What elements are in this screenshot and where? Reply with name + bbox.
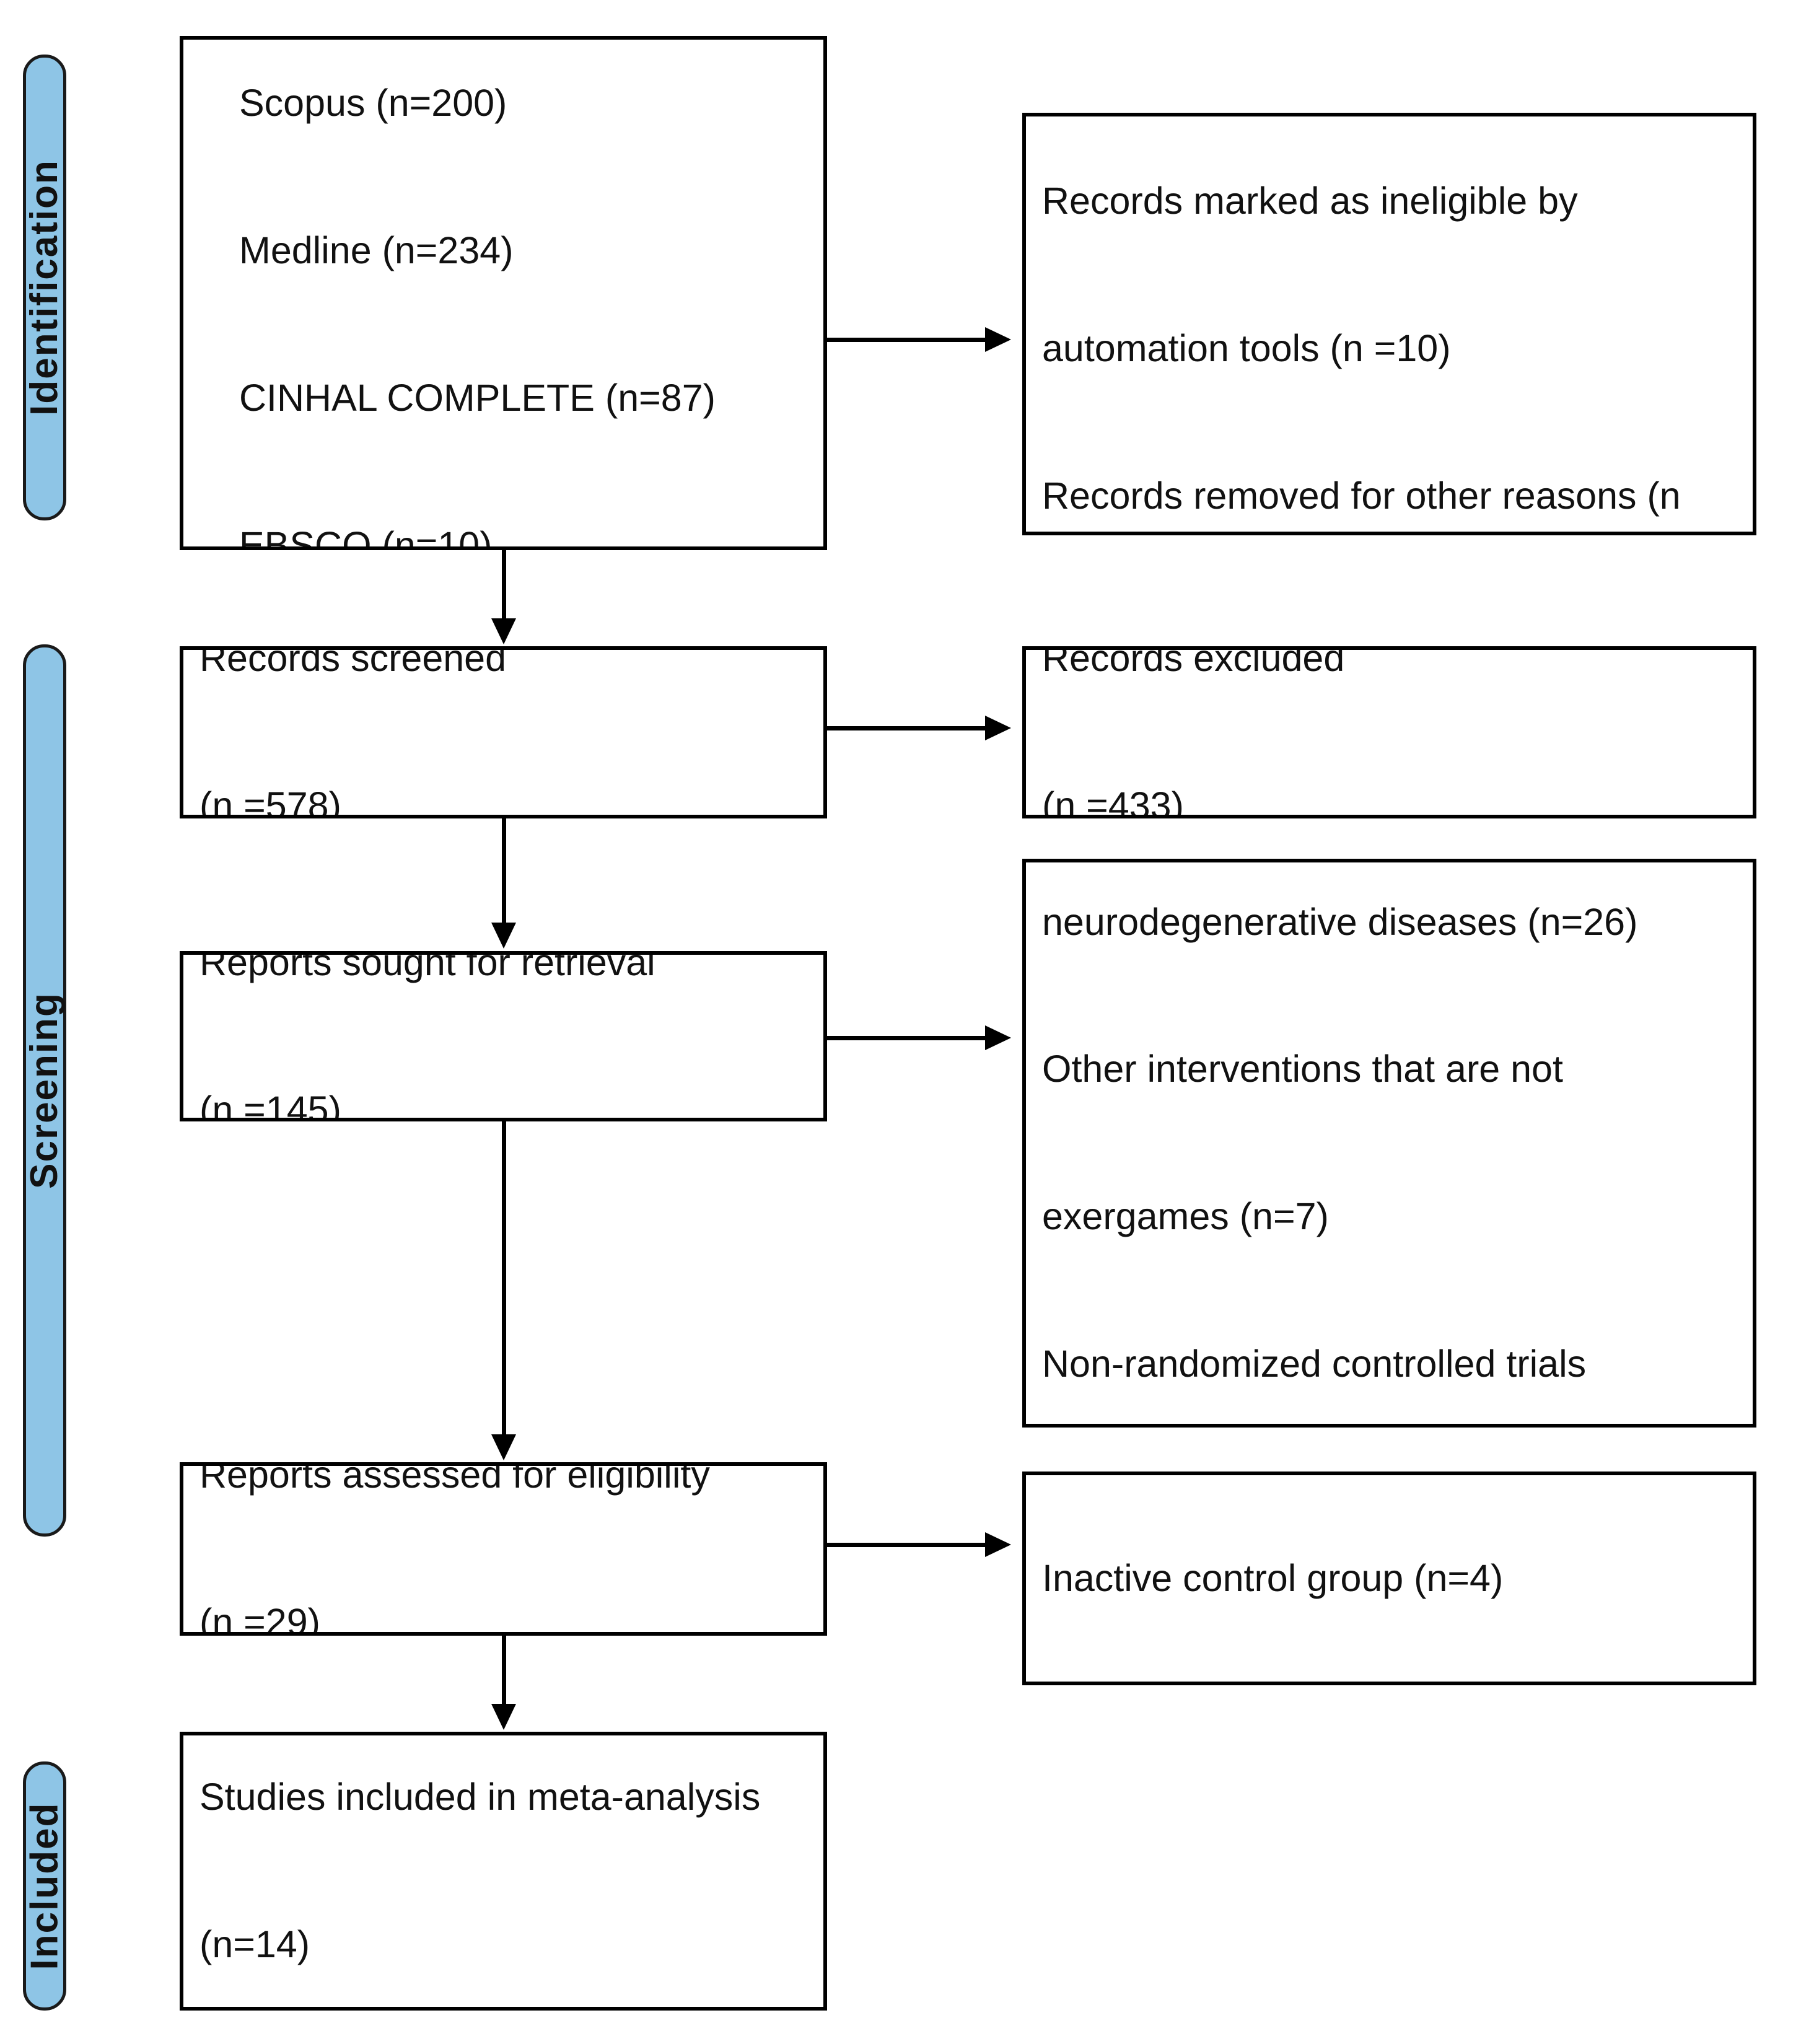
reports-sought-label: Reports sought for retrieval [199, 951, 655, 983]
records-removed-text: Records removed before screening: Duplic… [1026, 116, 1753, 532]
connector-identified-to-removed [827, 338, 985, 342]
connector-screened-to-sought [502, 818, 506, 923]
reports-assessed-count: (n =29) [199, 1601, 320, 1636]
box-reports-excluded: Reports excluded: No control group (n=5)… [1022, 1472, 1756, 1685]
records-excluded-text: Records excluded (n =433) [1026, 646, 1753, 818]
stage-label-screening: Screening [23, 992, 66, 1189]
source-ebsco: EBSCO (n=10) [239, 524, 493, 550]
records-excluded-count: (n =433) [1042, 784, 1184, 818]
box-reports-sought: Reports sought for retrieval (n =145) [180, 951, 827, 1121]
reports-sought-count: (n =145) [199, 1088, 341, 1121]
connector-sought-to-not-retrieved [827, 1036, 985, 1040]
box-records-removed-before-screening: Records removed before screening: Duplic… [1022, 113, 1756, 535]
arrowhead-screened-to-excluded [985, 716, 1011, 740]
arrowhead-identified-to-screened [491, 618, 516, 644]
stage-pill-included: Included [23, 1761, 66, 2011]
reports-sought-text: Reports sought for retrieval (n =145) [183, 951, 823, 1121]
reports-assessed-label: Reports assessed for eligibility [199, 1462, 710, 1496]
studies-included-text: Studies included in meta-analysis (n=14) [183, 1735, 823, 2007]
box-reports-not-retrieved: Reports not retrieved (n =116) Studies d… [1022, 859, 1756, 1428]
connector-identified-to-screened [502, 550, 506, 618]
box-reports-assessed: Reports assessed for eligibility (n =29) [180, 1462, 827, 1636]
stage-label-identification: Identification [23, 159, 66, 416]
records-screened-label: Records screened [199, 646, 507, 680]
box-records-identified: Records identified from: Databases (n =6… [180, 36, 827, 550]
arrowhead-assessed-to-included [491, 1704, 516, 1730]
removed-ineligible-line1: Records marked as ineligible by [1042, 180, 1578, 222]
source-cinhal-complete: CINHAL COMPLETE (n=87) [239, 376, 716, 419]
records-screened-count: (n =578) [199, 784, 341, 818]
excluded-inactive-control: Inactive control group (n=4) [1042, 1556, 1504, 1599]
reason-other-neuro-line2: neurodegenerative diseases (n=26) [1042, 900, 1638, 943]
arrowhead-assessed-to-excluded [985, 1532, 1011, 1557]
stage-label-included: Included [23, 1802, 66, 1970]
arrowhead-sought-to-assessed [491, 1434, 516, 1460]
connector-screened-to-excluded [827, 726, 985, 730]
connector-assessed-to-included [502, 1636, 506, 1704]
arrowhead-identified-to-removed [985, 327, 1011, 352]
studies-included-label: Studies included in meta-analysis [199, 1776, 761, 1818]
removed-other-line1: Records removed for other reasons (n [1042, 474, 1681, 517]
reports-excluded-text: Reports excluded: No control group (n=5)… [1026, 1475, 1753, 1682]
records-screened-text: Records screened (n =578) [183, 646, 823, 818]
stage-pill-identification: Identification [23, 55, 66, 520]
records-identified-text: Records identified from: Databases (n =6… [183, 40, 823, 550]
connector-sought-to-assessed [502, 1121, 506, 1434]
studies-included-count: (n=14) [199, 1923, 310, 1966]
reason-not-exergames-line1: Other interventions that are not [1042, 1048, 1563, 1090]
reports-not-retrieved-text: Reports not retrieved (n =116) Studies d… [1026, 862, 1753, 1424]
source-medline: Medline (n=234) [239, 229, 514, 271]
reports-assessed-text: Reports assessed for eligibility (n =29) [183, 1462, 823, 1636]
connector-assessed-to-excluded [827, 1543, 985, 1547]
source-scopus: Scopus (n=200) [239, 81, 507, 124]
box-records-excluded: Records excluded (n =433) [1022, 646, 1756, 818]
reason-non-randomized-line1: Non-randomized controlled trials [1042, 1343, 1587, 1385]
reason-not-exergames-line2: exergames (n=7) [1042, 1195, 1329, 1238]
arrowhead-sought-to-not-retrieved [985, 1025, 1011, 1050]
box-records-screened: Records screened (n =578) [180, 646, 827, 818]
stage-pill-screening: Screening [23, 644, 66, 1537]
arrowhead-screened-to-sought [491, 923, 516, 949]
removed-ineligible-line2: automation tools (n =10) [1042, 327, 1451, 369]
box-studies-included: Studies included in meta-analysis (n=14) [180, 1732, 827, 2011]
records-excluded-label: Records excluded [1042, 646, 1345, 680]
